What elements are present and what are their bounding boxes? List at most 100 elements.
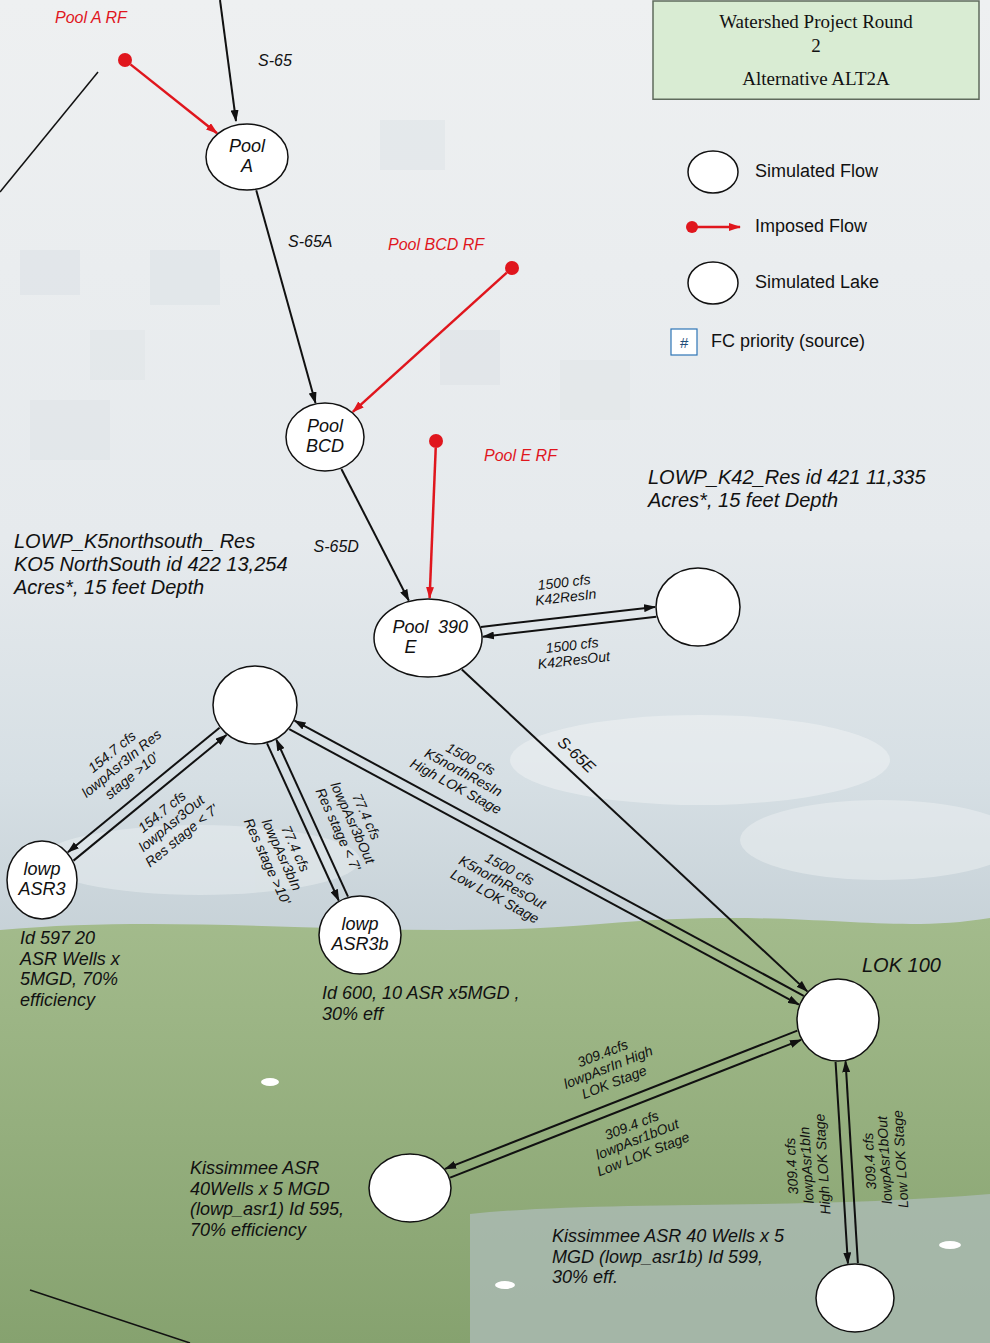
circle-symbol: [688, 262, 738, 304]
flow-arrow: [256, 190, 315, 403]
flow-arrow: [483, 617, 656, 637]
node-ellipse: [368, 1153, 452, 1223]
imposed-flow-source: Pool A RF: [118, 53, 132, 67]
imposed-flow-arrow: [353, 273, 507, 412]
node-ellipse: [796, 978, 880, 1062]
egret: [495, 1281, 515, 1289]
lake-node: LOK 100: [796, 978, 880, 1062]
node-label: 390: [438, 618, 468, 638]
legend-row: Simulated Lake: [755, 272, 879, 294]
marsh-grass: [0, 918, 990, 1343]
asr-node: Kissimmee ASR 40Wells x 5 MGD (lowp_asr1…: [368, 1153, 452, 1223]
node-outline: [206, 124, 288, 190]
heading-holder: Pool A RF: [55, 9, 127, 27]
tile: [560, 360, 630, 420]
priority-symbol: #: [680, 335, 688, 350]
node-heading: Kissimmee ASR 40Wells x 5 MGD (lowp_asr1…: [190, 1158, 362, 1241]
node-outline: [374, 599, 482, 677]
edge-label-holder: 77.4 cfs lowpAsr3bOut Res stage < 7': [310, 768, 394, 878]
edge-label-holder: 77.4 cfs lowpAsr3bIn Res stage >10': [239, 800, 323, 910]
flow-arrow: [341, 469, 408, 601]
heading-holder: Kissimmee ASR 40 Wells x 5 MGD (lowp_asr…: [552, 1226, 795, 1288]
node-ellipse: [212, 665, 298, 745]
edge-label-holder: 154.7 cfs lowpAsr3In Res stage >10': [69, 714, 176, 813]
edge-label-holder: S-65D: [314, 538, 359, 556]
legend-row: Imposed Flow: [755, 216, 867, 238]
node-outline: [816, 1264, 894, 1332]
text-holder: lowp ASR3b: [330, 915, 390, 955]
node-outline: [369, 1154, 451, 1222]
cloud: [740, 800, 990, 880]
heading-holder: Kissimmee ASR 40Wells x 5 MGD (lowp_asr1…: [190, 1158, 362, 1241]
reservoir-node: LOWP_K5northsouth_ Res KO5 NorthSouth id…: [212, 665, 298, 745]
node-ellipse: [815, 1263, 895, 1333]
node-outline: [286, 403, 364, 471]
tile: [440, 330, 500, 385]
node-label: lowp ASR3: [17, 860, 67, 900]
source-dot: [429, 434, 443, 448]
free-label-holder: #: [680, 335, 688, 350]
connectors: [68, 64, 858, 1263]
legend-sample: [688, 151, 738, 193]
marsh-water: [470, 1194, 990, 1343]
source-dot: [505, 261, 519, 275]
flow-arrow: [295, 721, 804, 996]
node-label: Pool A: [222, 137, 272, 177]
node-heading: Id 597 20 ASR Wells x 5MGD, 70% efficien…: [20, 928, 120, 1011]
imposed-flow-arrow: [130, 64, 217, 133]
legend-text: Simulated Flow: [755, 161, 878, 183]
legend-sample: [688, 262, 738, 304]
heading-holder: Pool BCD RF: [388, 236, 484, 254]
node-label: Watershed Project Round 2: [716, 10, 916, 58]
edge-label-holder: 309.4 cfs lowpAsr1bOut Low LOK Stage: [859, 1106, 911, 1214]
edge-label: S-65E: [554, 733, 599, 776]
legend-text: FC priority (source): [711, 331, 865, 353]
edge-label: 77.4 cfs lowpAsr3bIn Res stage >10': [239, 800, 323, 910]
imposed-flow-source: Pool BCD RF: [505, 261, 519, 275]
cloud: [510, 715, 890, 805]
legend-sample: [686, 221, 740, 233]
node-heading: Kissimmee ASR 40 Wells x 5 MGD (lowp_asr…: [552, 1226, 795, 1288]
egret: [939, 1241, 961, 1249]
legend-text: Simulated Lake: [755, 272, 879, 294]
heading-holder: LOWP_K42_Res id 421 11,335 Acres*, 15 fe…: [648, 466, 983, 512]
node-label: lowp ASR3b: [330, 915, 390, 955]
node-outline: [656, 568, 740, 646]
edge-label-holder: 1500 cfs K5northResIn High LOK Stage: [404, 727, 523, 820]
edge-label-holder: 1500 cfs K42ResOut: [531, 633, 614, 673]
edge-label: 1500 cfs K5northResIn High LOK Stage: [404, 727, 523, 820]
edge-label: 309.4 cfs lowpAsr1bIn High LOK Stage: [782, 1111, 834, 1219]
legend-sample: [671, 329, 697, 355]
edge-label: 154.7 cfs lowpAsr3In Res stage >10': [69, 714, 176, 813]
node-heading: Pool BCD RF: [388, 236, 484, 254]
free-label-holder: S-65: [258, 52, 292, 70]
heading-holder: Pool E RF: [484, 447, 557, 465]
source-dot: [118, 53, 132, 67]
asr-node: Kissimmee ASR 40 Wells x 5 MGD (lowp_asr…: [815, 1263, 895, 1333]
edge-label-holder: 1500 cfs K5northResOut Low LOK Stage: [443, 837, 562, 930]
arrow-symbol: [692, 226, 740, 229]
edge-label-holder: 309.4 cfs lowpAsr1bOut Low LOK Stage: [581, 1100, 696, 1181]
imposed-flow-source: Pool E RF: [429, 434, 443, 448]
text-holder: lowp ASR3: [17, 860, 67, 900]
edge-label: 77.4 cfs lowpAsr3bOut Res stage < 7': [310, 768, 394, 878]
edge-label-holder: S-65A: [288, 233, 332, 251]
tile: [150, 250, 220, 305]
node-heading: LOK 100: [862, 954, 941, 977]
pool-node: Pool E390: [373, 598, 483, 678]
source-dot-fill: [118, 53, 132, 67]
heading-holder: Id 600, 10 ASR x5MGD , 30% eff: [322, 983, 527, 1024]
edge-label: S-65D: [314, 538, 359, 556]
node-ellipse: [373, 598, 483, 678]
leader-line: [30, 1290, 190, 1343]
tile: [20, 250, 80, 295]
node-outline: [319, 896, 401, 974]
structure-label: S-65: [258, 52, 292, 70]
node-heading: LOWP_K5northsouth_ Res KO5 NorthSouth id…: [14, 530, 294, 599]
text-holder: Watershed Project Round 2Alternative ALT…: [716, 8, 916, 92]
edge-label: 1500 cfs K5northResOut Low LOK Stage: [443, 837, 562, 930]
egret: [261, 1078, 279, 1086]
node-label: Pool E: [388, 618, 433, 658]
